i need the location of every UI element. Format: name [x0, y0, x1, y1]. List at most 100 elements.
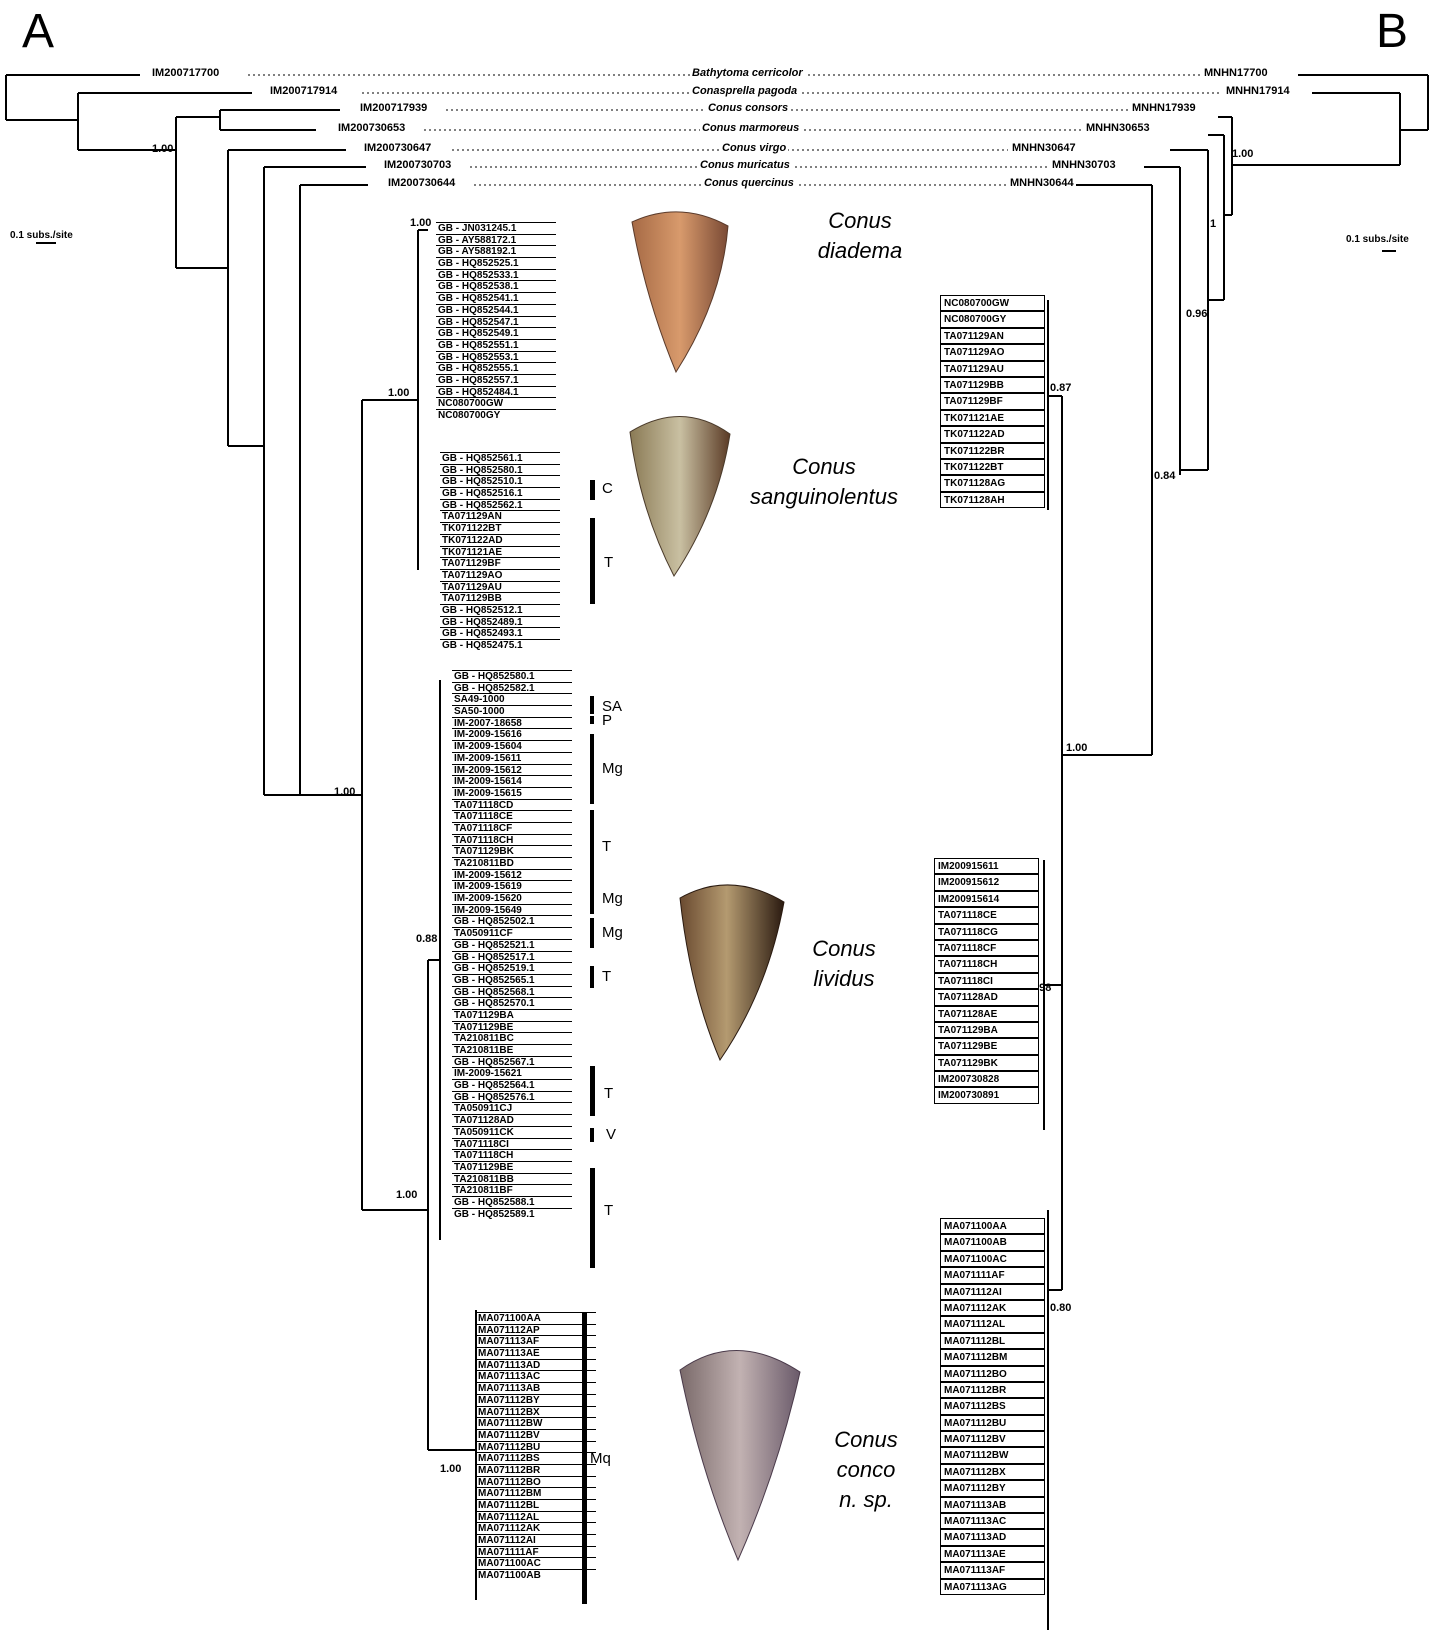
- tip-label-boxed: MA071113AE: [940, 1546, 1045, 1562]
- region-label: T: [604, 554, 613, 571]
- tip-label: MA071111AF: [476, 1546, 596, 1558]
- tip-label: TA071129BB: [440, 592, 560, 604]
- support-value: 1.00: [388, 387, 409, 399]
- tip-label-boxed: MA071112BL: [940, 1333, 1045, 1349]
- tip-label-boxed: TA071129BB: [940, 377, 1045, 393]
- tip-label: MA071100AB: [476, 1569, 596, 1581]
- tip-label: GB - HQ852541.1: [436, 292, 556, 304]
- tip-label-boxed: MA071112BY: [940, 1480, 1045, 1496]
- tip-label: GB - HQ852538.1: [436, 280, 556, 292]
- scale-bar-a-label: 0.1 subs./site: [10, 230, 73, 241]
- outgroup-taxon: Bathytoma cerricolor: [690, 67, 805, 79]
- tip-label-boxed: IM200730828: [934, 1071, 1039, 1087]
- tip-label: TA071118CE: [452, 810, 572, 822]
- tip-label: TA071129AN: [440, 510, 560, 522]
- tip-label: MA071112BW: [476, 1417, 596, 1429]
- tip-label: TK071122AD: [440, 534, 560, 546]
- tip-label: GB - HQ852533.1: [436, 269, 556, 281]
- tip-label-boxed: MA071100AC: [940, 1251, 1045, 1267]
- tip-label: GB - HQ852555.1: [436, 362, 556, 374]
- tip-label-boxed: IM200915611: [934, 858, 1039, 874]
- outgroup-b-id: MNHN30653: [1084, 122, 1152, 134]
- support-value: 1.00: [440, 1463, 461, 1475]
- region-label: P: [602, 712, 612, 729]
- tip-label: TA071129AU: [440, 581, 560, 593]
- tip-label: GB - HQ852475.1: [440, 639, 560, 651]
- tip-label-boxed: TK071128AG: [940, 475, 1045, 491]
- tip-label-boxed: MA071100AA: [940, 1218, 1045, 1234]
- outgroup-b-id: MNHN17700: [1202, 67, 1270, 79]
- tip-label: MA071112AL: [476, 1511, 596, 1523]
- tip-label-boxed: MA071112AL: [940, 1316, 1045, 1332]
- tip-list-a-lividus: GB - HQ852580.1GB - HQ852582.1SA49-1000S…: [452, 670, 572, 1219]
- outgroup-taxon: Conus quercinus: [702, 177, 796, 189]
- tip-label-boxed: MA071112BM: [940, 1349, 1045, 1365]
- tip-label: MA071112BL: [476, 1499, 596, 1511]
- tip-label-boxed: TA071118CI: [934, 973, 1039, 989]
- support-value: 1.00: [334, 786, 355, 798]
- tip-label: MA071113AE: [476, 1347, 596, 1359]
- tip-label-boxed: MA071112BR: [940, 1382, 1045, 1398]
- tip-label-boxed: TK071122BT: [940, 459, 1045, 475]
- tip-label: TA071118CH: [452, 834, 572, 846]
- shell-diadema-icon: [632, 212, 728, 372]
- outgroup-a-id: IM200730647: [362, 142, 433, 154]
- tip-label-boxed: MA071113AD: [940, 1529, 1045, 1545]
- tip-label: GB - HQ852557.1: [436, 374, 556, 386]
- tip-label: TA071129BA: [452, 1009, 572, 1021]
- tip-label: GB - HQ852517.1: [452, 951, 572, 963]
- tip-label-boxed: TK071122AD: [940, 426, 1045, 442]
- tip-label-boxed: MA071112AK: [940, 1300, 1045, 1316]
- tip-label: NC080700GY: [436, 409, 556, 421]
- tip-label: NC080700GW: [436, 397, 556, 409]
- tip-label: IM-2009-15611: [452, 752, 572, 764]
- tip-label: MA071113AD: [476, 1359, 596, 1371]
- tip-label: MA071112BO: [476, 1476, 596, 1488]
- tip-label: TK071121AE: [440, 546, 560, 558]
- support-value: 0.84: [1154, 470, 1175, 482]
- tip-label: IM-2009-15604: [452, 740, 572, 752]
- support-value: 1.00: [1232, 148, 1253, 160]
- region-label: T: [604, 1202, 613, 1219]
- tip-label-boxed: TA071129AN: [940, 328, 1045, 344]
- tip-label: GB - HQ852568.1: [452, 986, 572, 998]
- tip-label: TA210811BE: [452, 1044, 572, 1056]
- tip-label: GB - HQ852576.1: [452, 1091, 572, 1103]
- tip-label: SA50-1000: [452, 705, 572, 717]
- tip-label: GB - HQ852567.1: [452, 1056, 572, 1068]
- tip-label: MA071112BY: [476, 1394, 596, 1406]
- species-label-diadema: Conusdiadema: [750, 206, 970, 266]
- tip-label: IM-2007-18658: [452, 717, 572, 729]
- tip-label: TA071128AD: [452, 1114, 572, 1126]
- outgroup-a-id: IM200717914: [268, 85, 339, 97]
- tip-label-boxed: IM200915614: [934, 891, 1039, 907]
- tip-label-boxed: MA071113AG: [940, 1579, 1045, 1595]
- tip-label-boxed: TA071129BA: [934, 1022, 1039, 1038]
- tip-label: GB - HQ852544.1: [436, 304, 556, 316]
- tip-label: GB - HQ852516.1: [440, 487, 560, 499]
- tip-label: MA071112BU: [476, 1441, 596, 1453]
- tip-label: IM-2009-15616: [452, 728, 572, 740]
- tip-label: IM-2009-15649: [452, 904, 572, 916]
- tip-label: GB - HQ852510.1: [440, 475, 560, 487]
- tip-label-boxed: TA071129BK: [934, 1055, 1039, 1071]
- tip-label-boxed: MA071100AB: [940, 1234, 1045, 1250]
- tip-label: MA071113AB: [476, 1382, 596, 1394]
- tip-label: TA071129BK: [452, 845, 572, 857]
- support-value: 0.88: [416, 933, 437, 945]
- tip-list-b-lividus: IM200915611IM200915612IM200915614TA07111…: [934, 858, 1039, 1104]
- tip-label: GB - HQ852525.1: [436, 257, 556, 269]
- tip-label: TA210811BF: [452, 1184, 572, 1196]
- tip-label-boxed: MA071112BU: [940, 1415, 1045, 1431]
- tip-label-boxed: MA071112BS: [940, 1398, 1045, 1414]
- outgroup-b-id: MNHN30647: [1010, 142, 1078, 154]
- tip-label-boxed: TA071129AU: [940, 361, 1045, 377]
- tip-label: GB - HQ852562.1: [440, 499, 560, 511]
- tip-label: IM-2009-15620: [452, 892, 572, 904]
- support-value: 1.00: [152, 143, 173, 155]
- tip-label-boxed: TK071122BR: [940, 443, 1045, 459]
